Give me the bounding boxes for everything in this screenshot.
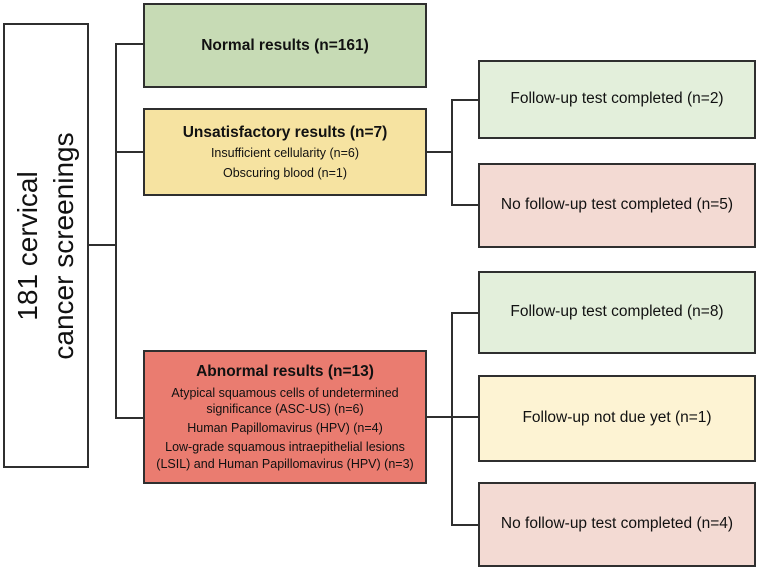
node-followup-completed-n8-label: Follow-up test completed (n=8): [510, 303, 724, 321]
node-followup-not-due-n1-label: Follow-up not due yet (n=1): [522, 409, 712, 427]
node-unsatisfactory-detail: Obscuring blood (n=1): [222, 165, 348, 180]
connector-branch-normal: [116, 43, 143, 45]
node-no-followup-n5: No follow-up test completed (n=5): [478, 163, 756, 248]
node-unsatisfactory-title: Unsatisfactory results (n=7): [182, 124, 388, 142]
connector-branch-unsatisfactory: [116, 151, 143, 153]
connector-unsatisfactory-stub: [427, 151, 452, 153]
connector-abnormal-trunk: [451, 312, 453, 526]
node-no-followup-n4: No follow-up test completed (n=4): [478, 482, 756, 567]
node-normal-results: Normal results (n=161): [143, 3, 427, 88]
node-followup-completed-n8: Follow-up test completed (n=8): [478, 271, 756, 354]
connector-branch-abnormal: [116, 417, 143, 419]
node-unsatisfactory-results: Unsatisfactory results (n=7) Insufficien…: [143, 108, 427, 196]
connector-branch-followup-n8: [452, 312, 478, 314]
node-abnormal-detail: Atypical squamous cells of undetermined …: [171, 385, 399, 416]
root-node-total-screenings: 181 cervical cancer screenings: [3, 23, 89, 468]
node-followup-not-due-n1: Follow-up not due yet (n=1): [478, 375, 756, 462]
node-followup-completed-n2: Follow-up test completed (n=2): [478, 60, 756, 139]
node-no-followup-n4-label: No follow-up test completed (n=4): [500, 515, 734, 533]
root-label-line1: 181 cervical: [12, 170, 44, 321]
node-abnormal-detail: Low-grade squamous intraepithelial lesio…: [156, 440, 414, 471]
node-abnormal-detail: Human Papillomavirus (HPV) (n=4): [187, 421, 383, 436]
root-node-label: 181 cervical cancer screenings: [3, 23, 89, 468]
node-abnormal-title: Abnormal results (n=13): [196, 363, 374, 381]
node-no-followup-n5-label: No follow-up test completed (n=5): [500, 196, 734, 214]
node-followup-completed-n2-label: Follow-up test completed (n=2): [510, 90, 724, 108]
connector-root-stub: [89, 244, 116, 246]
node-abnormal-results: Abnormal results (n=13) Atypical squamou…: [143, 350, 427, 484]
root-label-line2: cancer screenings: [48, 131, 79, 360]
connector-branch-no-followup-n5: [452, 204, 478, 206]
connector-branch-not-due-n1: [452, 416, 478, 418]
connector-branch-no-followup-n4: [452, 524, 478, 526]
connector-unsatisfactory-trunk: [451, 99, 453, 206]
connector-left-trunk: [115, 43, 117, 419]
node-normal-title: Normal results (n=161): [201, 36, 369, 54]
connector-abnormal-stub: [427, 416, 452, 418]
connector-branch-followup-n2: [452, 99, 478, 101]
node-unsatisfactory-detail: Insufficient cellularity (n=6): [210, 146, 360, 161]
